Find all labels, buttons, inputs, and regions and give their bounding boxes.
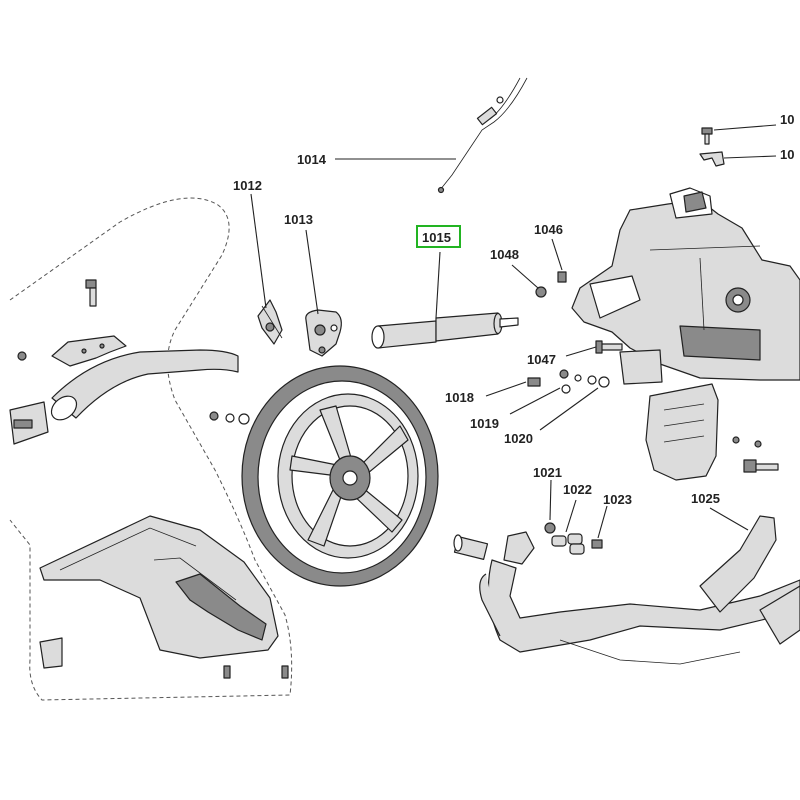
shaft-tube-part xyxy=(371,312,519,349)
callout-1046: 1046 xyxy=(534,222,563,237)
callout-1023: 1023 xyxy=(603,492,632,507)
subassembly-dashed-outline xyxy=(9,197,293,701)
callout-1019: 1019 xyxy=(470,416,499,431)
right-bolts xyxy=(732,436,779,473)
lower-guard-part xyxy=(39,515,279,659)
highlight-box-1015 xyxy=(416,225,461,248)
callout-1013: 1013 xyxy=(284,212,313,227)
bolt-1047 xyxy=(595,340,623,354)
top-right-clip xyxy=(699,151,725,167)
fastener-set-1018-1020 xyxy=(527,369,610,394)
screw-1046 xyxy=(557,271,567,283)
callout-1018: 1018 xyxy=(445,390,474,405)
lever-clamp-part xyxy=(257,299,283,345)
bushing-set-1021-1023 xyxy=(544,522,603,555)
callout-1021: 1021 xyxy=(533,465,562,480)
bolt-handle xyxy=(85,279,97,307)
top-right-bolt xyxy=(701,127,713,145)
callout-10-second: 10 xyxy=(780,147,794,162)
small-nut-left xyxy=(17,351,27,361)
callout-1014: 1014 xyxy=(297,152,327,167)
nut-1048 xyxy=(535,286,547,298)
throttle-cable xyxy=(437,77,528,194)
frame-1025 xyxy=(479,515,800,665)
callout-10-top: 10 xyxy=(780,112,794,127)
handle-bar-left xyxy=(9,349,239,445)
engine-assembly xyxy=(571,187,800,385)
axle-pin xyxy=(453,534,489,560)
wheel xyxy=(241,365,439,587)
guard-plate-small xyxy=(39,637,63,669)
throttle-housing-part xyxy=(305,309,342,357)
callout-1048: 1048 xyxy=(490,247,519,262)
callout-1015: 1015 xyxy=(422,230,451,245)
hub-washers-left xyxy=(209,411,250,425)
engine-shroud xyxy=(645,383,719,481)
callout-1012: 1012 xyxy=(233,178,262,193)
handle-bracket xyxy=(51,335,127,367)
callout-1022: 1022 xyxy=(563,482,592,497)
guard-screws xyxy=(223,665,289,679)
leader-lines xyxy=(250,124,777,539)
callout-1020: 1020 xyxy=(504,431,533,446)
callout-1025: 1025 xyxy=(691,491,720,506)
callout-1047: 1047 xyxy=(527,352,556,367)
